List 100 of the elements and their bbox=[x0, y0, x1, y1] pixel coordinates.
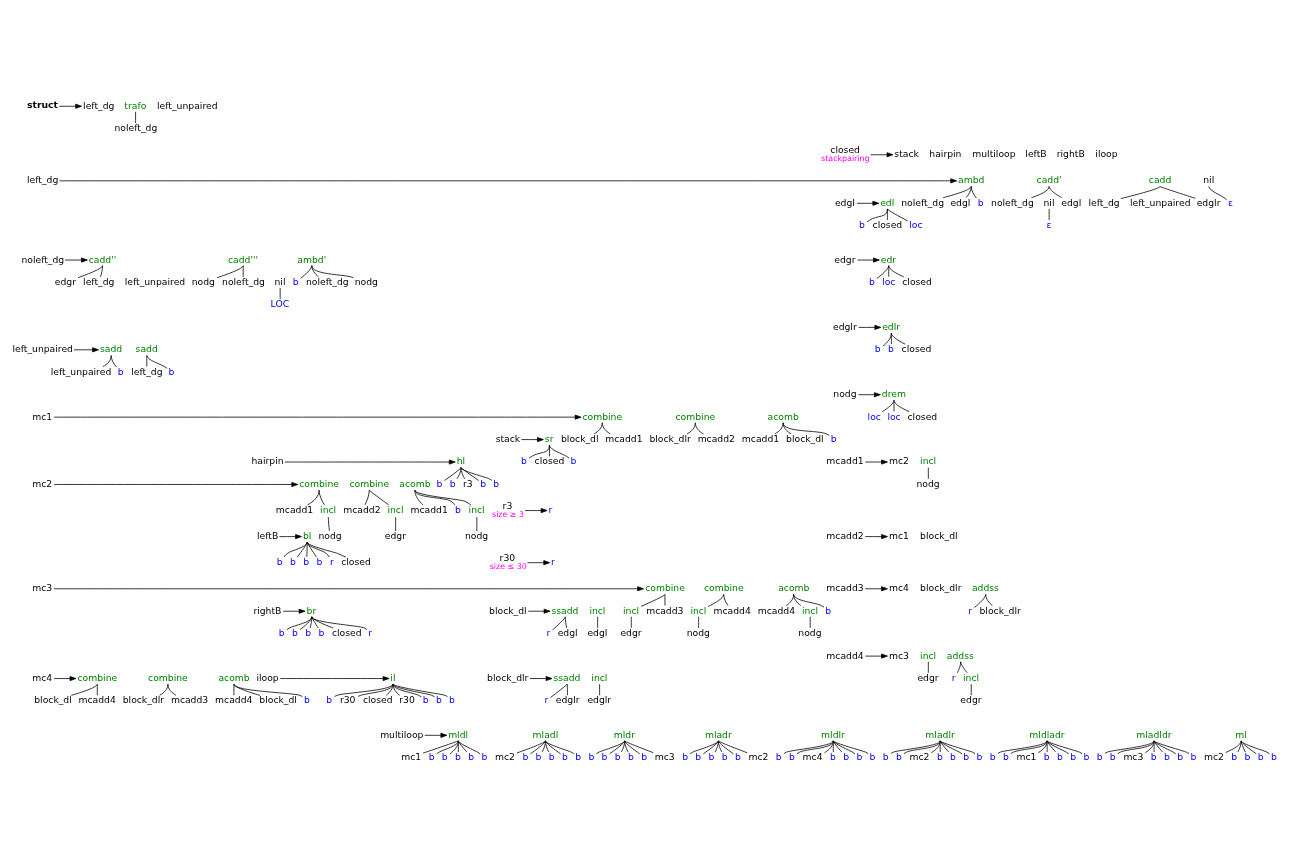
connector bbox=[1048, 186, 1063, 198]
node-text: b bbox=[303, 556, 310, 568]
connector bbox=[460, 467, 493, 481]
node-text: block_dlr bbox=[979, 604, 1021, 616]
node-text: nodg bbox=[318, 530, 342, 542]
connector bbox=[311, 265, 354, 279]
node-text: b bbox=[1057, 751, 1063, 763]
node-text: incl bbox=[690, 604, 707, 616]
node-text: b bbox=[290, 556, 296, 568]
node-text: left_unpaired bbox=[12, 343, 73, 355]
node-text: b bbox=[436, 477, 443, 489]
node-text: mcadd2 bbox=[697, 433, 735, 445]
node-text: block_dlr bbox=[487, 671, 529, 683]
node-text: b bbox=[422, 694, 429, 706]
connector bbox=[1010, 740, 1048, 755]
node-text: combine bbox=[703, 582, 744, 594]
node-text: b bbox=[303, 694, 310, 706]
node-text: b bbox=[535, 751, 542, 763]
node-text: b bbox=[708, 751, 715, 763]
connector bbox=[1153, 740, 1163, 753]
connector bbox=[927, 661, 929, 674]
connector bbox=[942, 186, 972, 199]
connector bbox=[530, 740, 546, 755]
node-text: incl bbox=[962, 671, 980, 683]
arrow bbox=[529, 676, 553, 681]
node-text: b bbox=[1177, 751, 1184, 763]
arrow bbox=[864, 653, 888, 659]
node-text: loc bbox=[909, 219, 923, 231]
node-text: mc3 bbox=[889, 649, 910, 661]
node-text: b bbox=[1190, 751, 1197, 763]
node-text: multiloop bbox=[972, 148, 1016, 160]
connector bbox=[216, 265, 244, 279]
arrow bbox=[864, 586, 888, 592]
connector bbox=[876, 265, 890, 279]
connector bbox=[965, 186, 972, 198]
node-text: mc2 bbox=[748, 751, 769, 763]
connector bbox=[545, 740, 575, 755]
node-text: mcadd4 bbox=[826, 649, 864, 661]
node-text: block_dlr bbox=[649, 433, 691, 445]
node-text: rightB bbox=[253, 604, 282, 616]
node-text: b bbox=[117, 365, 124, 377]
connector bbox=[793, 594, 825, 608]
connector bbox=[974, 594, 987, 608]
connector bbox=[1240, 740, 1270, 755]
connector bbox=[70, 683, 98, 696]
node-text: hl bbox=[456, 455, 466, 467]
node-text: mladl bbox=[532, 728, 559, 740]
node-text: noleft_dg bbox=[222, 275, 265, 287]
node-text: combine bbox=[77, 671, 118, 683]
node-text: r bbox=[544, 694, 549, 706]
node-text: b bbox=[455, 751, 461, 763]
node-text: b bbox=[775, 751, 782, 763]
node-text: incl bbox=[468, 503, 485, 515]
node-text: r3 bbox=[462, 477, 473, 489]
connector bbox=[888, 265, 905, 278]
node-text: stack bbox=[894, 148, 919, 160]
node-text: mc2 bbox=[909, 751, 930, 763]
connector bbox=[881, 399, 895, 413]
connector bbox=[866, 208, 888, 223]
node-text: ambd' bbox=[297, 253, 327, 265]
node-text: acomb bbox=[218, 671, 250, 683]
node-text: block_dl bbox=[259, 694, 297, 706]
node-text: b bbox=[570, 455, 577, 467]
node-text: b bbox=[734, 751, 741, 763]
connector bbox=[1037, 740, 1048, 753]
connector bbox=[96, 683, 98, 696]
connector bbox=[306, 541, 308, 558]
node-text: combine bbox=[349, 477, 390, 489]
connector bbox=[939, 740, 963, 755]
node-text: nodg bbox=[798, 627, 822, 639]
connector bbox=[832, 740, 856, 755]
node-text: b bbox=[316, 556, 323, 568]
node-text: mc4 bbox=[32, 671, 53, 683]
node-text: b bbox=[695, 751, 702, 763]
node-text: left_dg bbox=[27, 174, 59, 186]
node-text: ssadd bbox=[551, 604, 579, 616]
node-text: closed bbox=[901, 343, 932, 355]
connector bbox=[1046, 740, 1056, 753]
node-text: b bbox=[1096, 751, 1103, 763]
node-text: b bbox=[936, 751, 943, 763]
node-text: incl bbox=[320, 503, 337, 515]
node-text: mldl bbox=[448, 728, 469, 740]
connector bbox=[888, 265, 890, 278]
connector bbox=[233, 683, 303, 697]
node-text: leftB bbox=[1025, 148, 1047, 160]
node-text: block_dlr bbox=[920, 582, 962, 594]
node-text: r30 bbox=[399, 694, 415, 706]
arrow bbox=[59, 178, 958, 184]
node-text: b bbox=[1070, 751, 1077, 763]
connector bbox=[1046, 740, 1083, 755]
node-text: mcadd4 bbox=[713, 604, 751, 616]
connector bbox=[985, 594, 993, 606]
arrow bbox=[858, 392, 881, 398]
node-text: b bbox=[1043, 751, 1050, 763]
node-text: block_dl bbox=[786, 433, 824, 445]
connector bbox=[1153, 740, 1155, 753]
node-text: noleft_dg bbox=[305, 275, 349, 287]
connector bbox=[299, 616, 313, 631]
connector bbox=[392, 683, 448, 697]
node-text: iloop bbox=[1095, 148, 1118, 160]
